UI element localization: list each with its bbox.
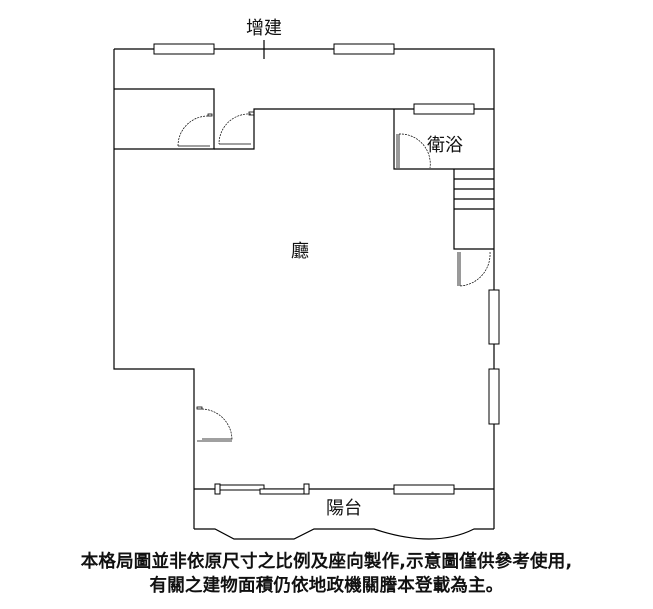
outer-wall — [113, 48, 495, 529]
room-label-extension: 增建 — [246, 18, 282, 39]
window — [393, 484, 455, 495]
window — [153, 43, 215, 55]
door — [396, 133, 431, 169]
window — [413, 103, 475, 115]
door — [177, 113, 213, 147]
disclaimer-line-2: 有關之建物面積仍依地政機關謄本登載為主。 — [149, 576, 504, 596]
disclaimer-line-1: 本格局圖並非依原尺寸之比例及座向製作,示意圖僅供參考使用, — [80, 552, 573, 572]
room-label-bathroom: 衛浴 — [427, 135, 463, 156]
room-label-living-room: 廳 — [291, 241, 309, 262]
window — [333, 43, 395, 55]
door — [218, 111, 255, 145]
window — [488, 289, 500, 345]
door — [196, 406, 233, 442]
door — [457, 251, 491, 287]
closet-wall — [214, 108, 494, 150]
staircase — [453, 169, 494, 250]
storage-room-wall — [114, 88, 215, 150]
window — [488, 368, 500, 425]
bathroom-wall — [393, 109, 494, 170]
room-label-balcony: 陽台 — [326, 498, 362, 519]
balcony-edge — [194, 528, 494, 540]
sliding-door — [214, 483, 310, 495]
